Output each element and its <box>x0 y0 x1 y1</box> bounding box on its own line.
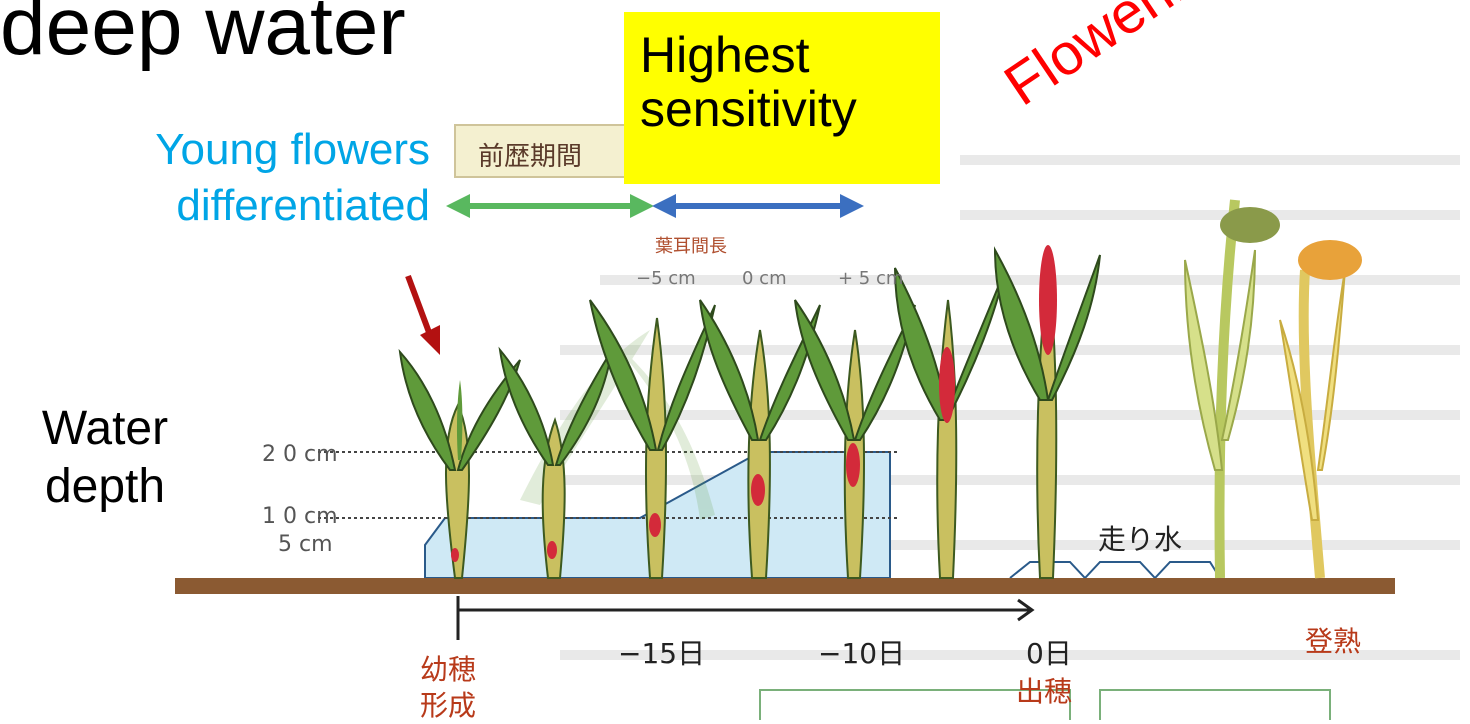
plant-8-ripening <box>1184 199 1280 579</box>
ligule-interval-label: 葉耳間長 <box>655 236 727 257</box>
running-water-label: 走り水 <box>1098 523 1183 556</box>
plant-6 <box>894 267 1006 579</box>
time-axis-arrowhead <box>1017 598 1035 622</box>
soil-strip <box>175 578 1395 594</box>
water-depth-label: Water depth <box>41 402 169 513</box>
day-0-label: 0日 <box>1026 637 1072 670</box>
green-arrow-left-head <box>446 194 470 218</box>
depth-5-label: 5 cm <box>278 532 333 557</box>
pre-period-label: 前歴期間 <box>478 142 583 172</box>
blue-arrow-left-head <box>652 194 676 218</box>
plant-9-ripening <box>1279 240 1362 579</box>
highlight-box <box>624 12 940 184</box>
panicle-formation-line1: 幼穂 <box>420 653 477 686</box>
red-pointer-head <box>420 325 440 355</box>
day-minus15-label: −15日 <box>618 637 706 670</box>
zero-label: 0 cm <box>742 268 787 289</box>
young-flowers-label: Young flowers differentiated <box>155 125 430 230</box>
plus5-label: + 5 cm <box>838 268 904 289</box>
plant-7 <box>993 245 1101 579</box>
plant-1 <box>398 348 521 579</box>
depth-20-label: 2 0 cm <box>262 442 338 467</box>
bottom-box-left <box>759 689 1071 720</box>
green-arrow-right-head <box>630 194 654 218</box>
day-minus10-label: −10日 <box>818 637 906 670</box>
highlight-label: Highest sensitivity <box>640 27 857 137</box>
ripening-label: 登熟 <box>1305 625 1362 658</box>
blue-arrow-right-head <box>840 194 864 218</box>
depth-10-label: 1 0 cm <box>262 504 338 529</box>
plant-3 <box>589 299 716 579</box>
title: deep water <box>0 0 406 72</box>
heading-label: 出穂 <box>1016 675 1073 708</box>
bottom-box-right <box>1099 689 1331 720</box>
minus5-label: −5 cm <box>636 268 696 289</box>
panicle-formation-line2: 形成 <box>420 689 477 722</box>
red-pointer-line <box>405 274 433 337</box>
plant-5 <box>794 299 916 579</box>
pre-period-box <box>454 124 646 178</box>
